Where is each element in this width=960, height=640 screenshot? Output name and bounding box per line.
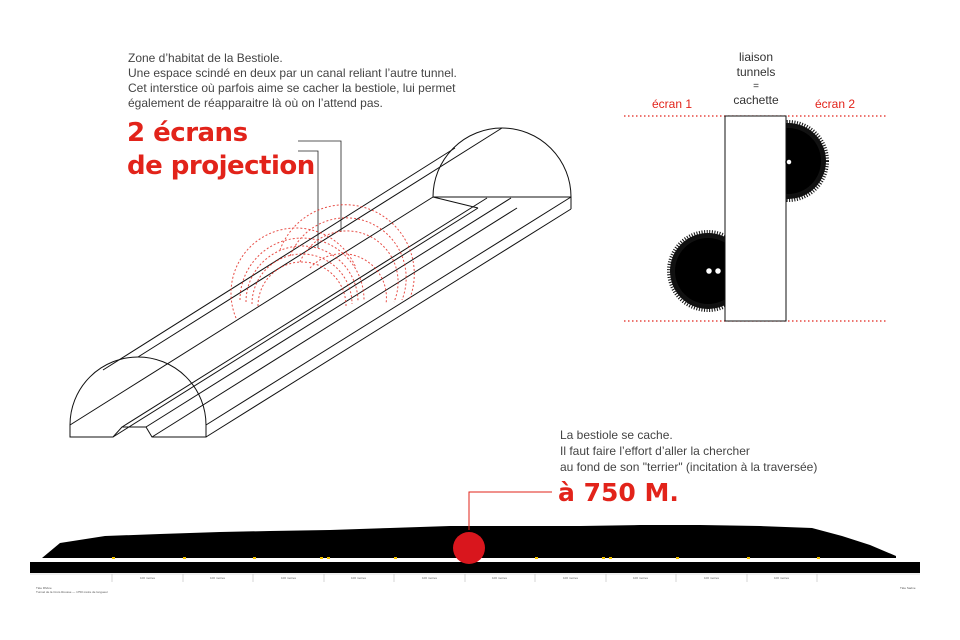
scale-right-caption: Tête Saône xyxy=(900,586,916,590)
intro-text: Zone d’habitat de la Bestiole. Une espac… xyxy=(128,51,528,111)
scale-left-line: Tête Rhône xyxy=(36,586,52,590)
scale-tick-label: 100 mètres xyxy=(422,576,438,580)
liaison-line: tunnels xyxy=(736,65,776,79)
note-line: au fond de son "terrier" (incitation à l… xyxy=(560,460,818,474)
scale-left-caption: Tête Rhône Tunnel de la Croix-Rousse — 1… xyxy=(36,586,108,594)
distance-label: à 750 M. xyxy=(558,478,679,507)
screen-2-label: écran 2 xyxy=(815,97,856,111)
scale-ruler xyxy=(30,573,920,582)
scale-tick-label: 100 mètres xyxy=(140,576,156,580)
hiding-note: La bestiole se cache. Il faut faire l’ef… xyxy=(560,427,817,475)
scale-tick-label: 100 mètres xyxy=(210,576,226,580)
note-line: La bestiole se cache. xyxy=(560,428,673,442)
scale-tick-label: 100 mètres xyxy=(704,576,720,580)
creature-location-marker xyxy=(453,532,485,564)
scale-tick-label: 100 mètres xyxy=(351,576,367,580)
liaison-line: liaison xyxy=(738,50,774,64)
tunnel-link-block xyxy=(724,115,787,322)
distance-pointer-line xyxy=(468,491,552,530)
tunnel-lights xyxy=(112,557,820,559)
intro-line: Une espace scindé en deux par un canal r… xyxy=(128,66,457,80)
tunnel-wireframe xyxy=(69,127,572,438)
scale-tick-label: 100 mètres xyxy=(492,576,508,580)
liaison-line: = xyxy=(753,81,759,92)
liaison-line: cachette xyxy=(733,93,779,107)
screen-1-label: écran 1 xyxy=(652,97,693,111)
intro-line: également de réapparaitre là où on l’att… xyxy=(128,96,383,110)
headline-leader-lines xyxy=(298,140,342,248)
headline-line-1: 2 écrans xyxy=(127,118,248,148)
liaison-label: liaison tunnels = cachette xyxy=(722,50,790,108)
scale-tick-label: 100 mètres xyxy=(633,576,649,580)
scale-left-line: Tunnel de la Croix-Rousse — 1750 mètre d… xyxy=(36,590,108,594)
note-line: Il faut faire l’effort d’aller la cherch… xyxy=(560,444,750,458)
scale-tick-label: 100 mètres xyxy=(563,576,579,580)
tunnel-road-band xyxy=(30,562,920,573)
projection-screen-arcs xyxy=(230,204,415,319)
scale-tick-label: 100 mètres xyxy=(774,576,790,580)
intro-line: Cet interstice où parfois aime se cacher… xyxy=(128,81,456,95)
scale-tick-label: 100 mètres xyxy=(281,576,297,580)
headline-line-2: de projection xyxy=(127,151,315,181)
creature-eyes xyxy=(704,158,793,276)
intro-line: Zone d’habitat de la Bestiole. xyxy=(128,51,283,65)
